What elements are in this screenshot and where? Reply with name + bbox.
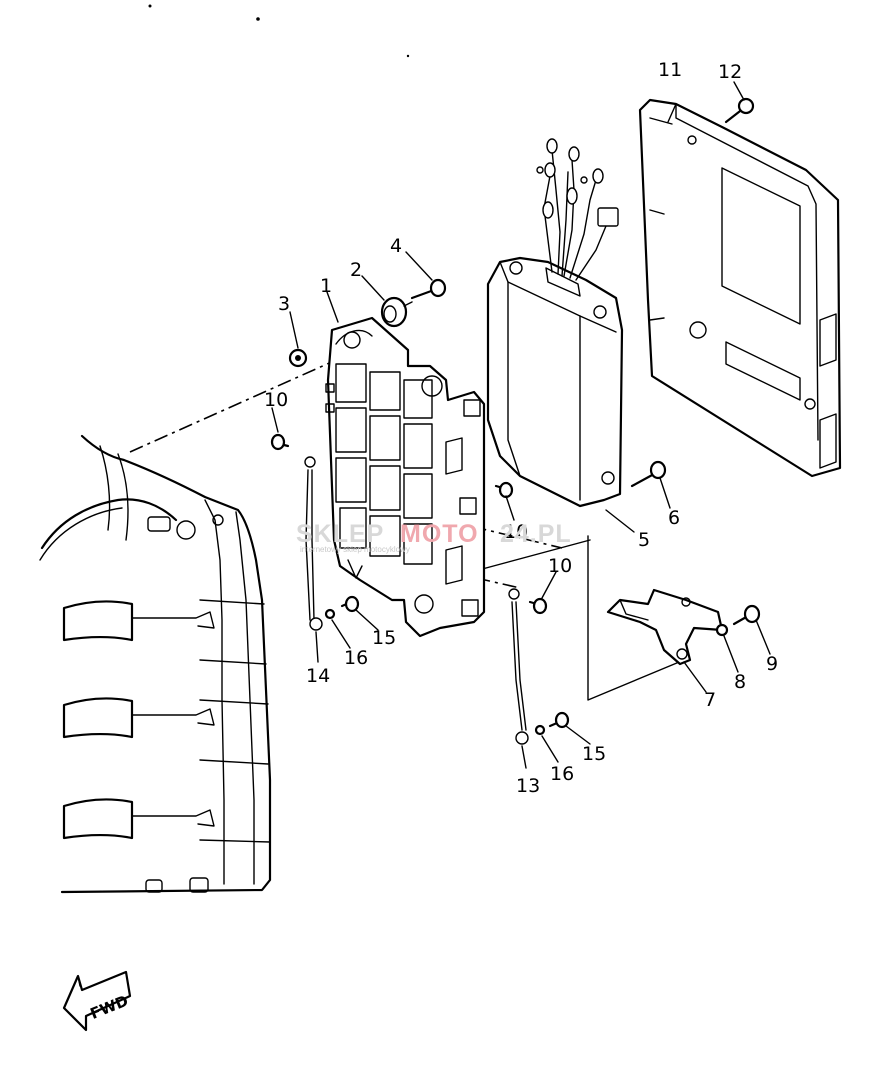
washer-part-16 bbox=[324, 608, 336, 620]
callout-4: 4 bbox=[390, 235, 402, 257]
cdi-unit bbox=[486, 138, 624, 508]
ignition-coil bbox=[62, 600, 215, 642]
retaining-bracket bbox=[606, 588, 724, 666]
ignition-coil bbox=[62, 697, 215, 739]
washer-part-8 bbox=[715, 623, 729, 637]
bolt-part-4 bbox=[410, 278, 447, 300]
bolt-part-15 bbox=[340, 595, 360, 613]
wire-harness bbox=[536, 138, 619, 281]
callout-16: 16 bbox=[550, 763, 574, 785]
bolt-part-10 bbox=[528, 597, 548, 615]
callout-8: 8 bbox=[734, 671, 746, 693]
cdi-cover bbox=[638, 98, 842, 478]
callout-13: 13 bbox=[516, 775, 540, 797]
watermark-brand-part3: 24.PL bbox=[500, 520, 572, 548]
callout-5: 5 bbox=[638, 529, 650, 551]
mounting-bracket-plate bbox=[325, 316, 486, 638]
callout-9: 9 bbox=[766, 653, 778, 675]
fwd-direction-arrow: FWD bbox=[62, 970, 132, 1032]
scan-specks bbox=[148, 4, 410, 58]
callout-10: 10 bbox=[548, 555, 572, 577]
bolt-part-6 bbox=[630, 460, 667, 488]
bolt-part-12 bbox=[724, 97, 755, 124]
callout-15: 15 bbox=[582, 743, 606, 765]
callout-10: 10 bbox=[504, 521, 528, 543]
bolt-part-10 bbox=[270, 433, 290, 451]
callout-7: 7 bbox=[704, 689, 716, 711]
callout-12: 12 bbox=[718, 61, 742, 83]
bolt-part-15 bbox=[548, 711, 570, 729]
bracket-grid bbox=[335, 363, 433, 565]
callout-10: 10 bbox=[264, 389, 288, 411]
callout-14: 14 bbox=[306, 665, 330, 687]
callout-11: 11 bbox=[658, 59, 682, 81]
callout-labels: 1 2 3 4 5 6 7 8 9 10 10 10 11 12 13 14 1… bbox=[264, 59, 778, 797]
callout-16: 16 bbox=[344, 647, 368, 669]
bolt-part-10 bbox=[494, 481, 514, 499]
ground-lead-part-13 bbox=[508, 588, 529, 745]
washer-part-16 bbox=[534, 724, 546, 736]
callout-1: 1 bbox=[320, 275, 332, 297]
bolt-part-9 bbox=[732, 604, 761, 626]
collar-part-3 bbox=[288, 348, 308, 368]
grommet-part-2 bbox=[380, 296, 413, 328]
watermark-brand-part1: SKLEP bbox=[296, 520, 384, 548]
callout-6: 6 bbox=[668, 507, 680, 529]
callout-2: 2 bbox=[350, 259, 362, 281]
watermark-brand-part2: MOTO bbox=[400, 520, 479, 548]
ground-lead-part-14 bbox=[304, 456, 323, 631]
ignition-coil bbox=[62, 798, 215, 840]
watermark-tagline: internetowy sklep motocyklowy bbox=[300, 545, 410, 554]
callout-leaders bbox=[271, 81, 771, 769]
callout-15: 15 bbox=[372, 627, 396, 649]
engine-block-outline bbox=[39, 434, 272, 894]
callout-3: 3 bbox=[278, 293, 290, 315]
watermark: SKLEP MOTO 24.PL internetowy sklep motoc… bbox=[296, 520, 572, 554]
